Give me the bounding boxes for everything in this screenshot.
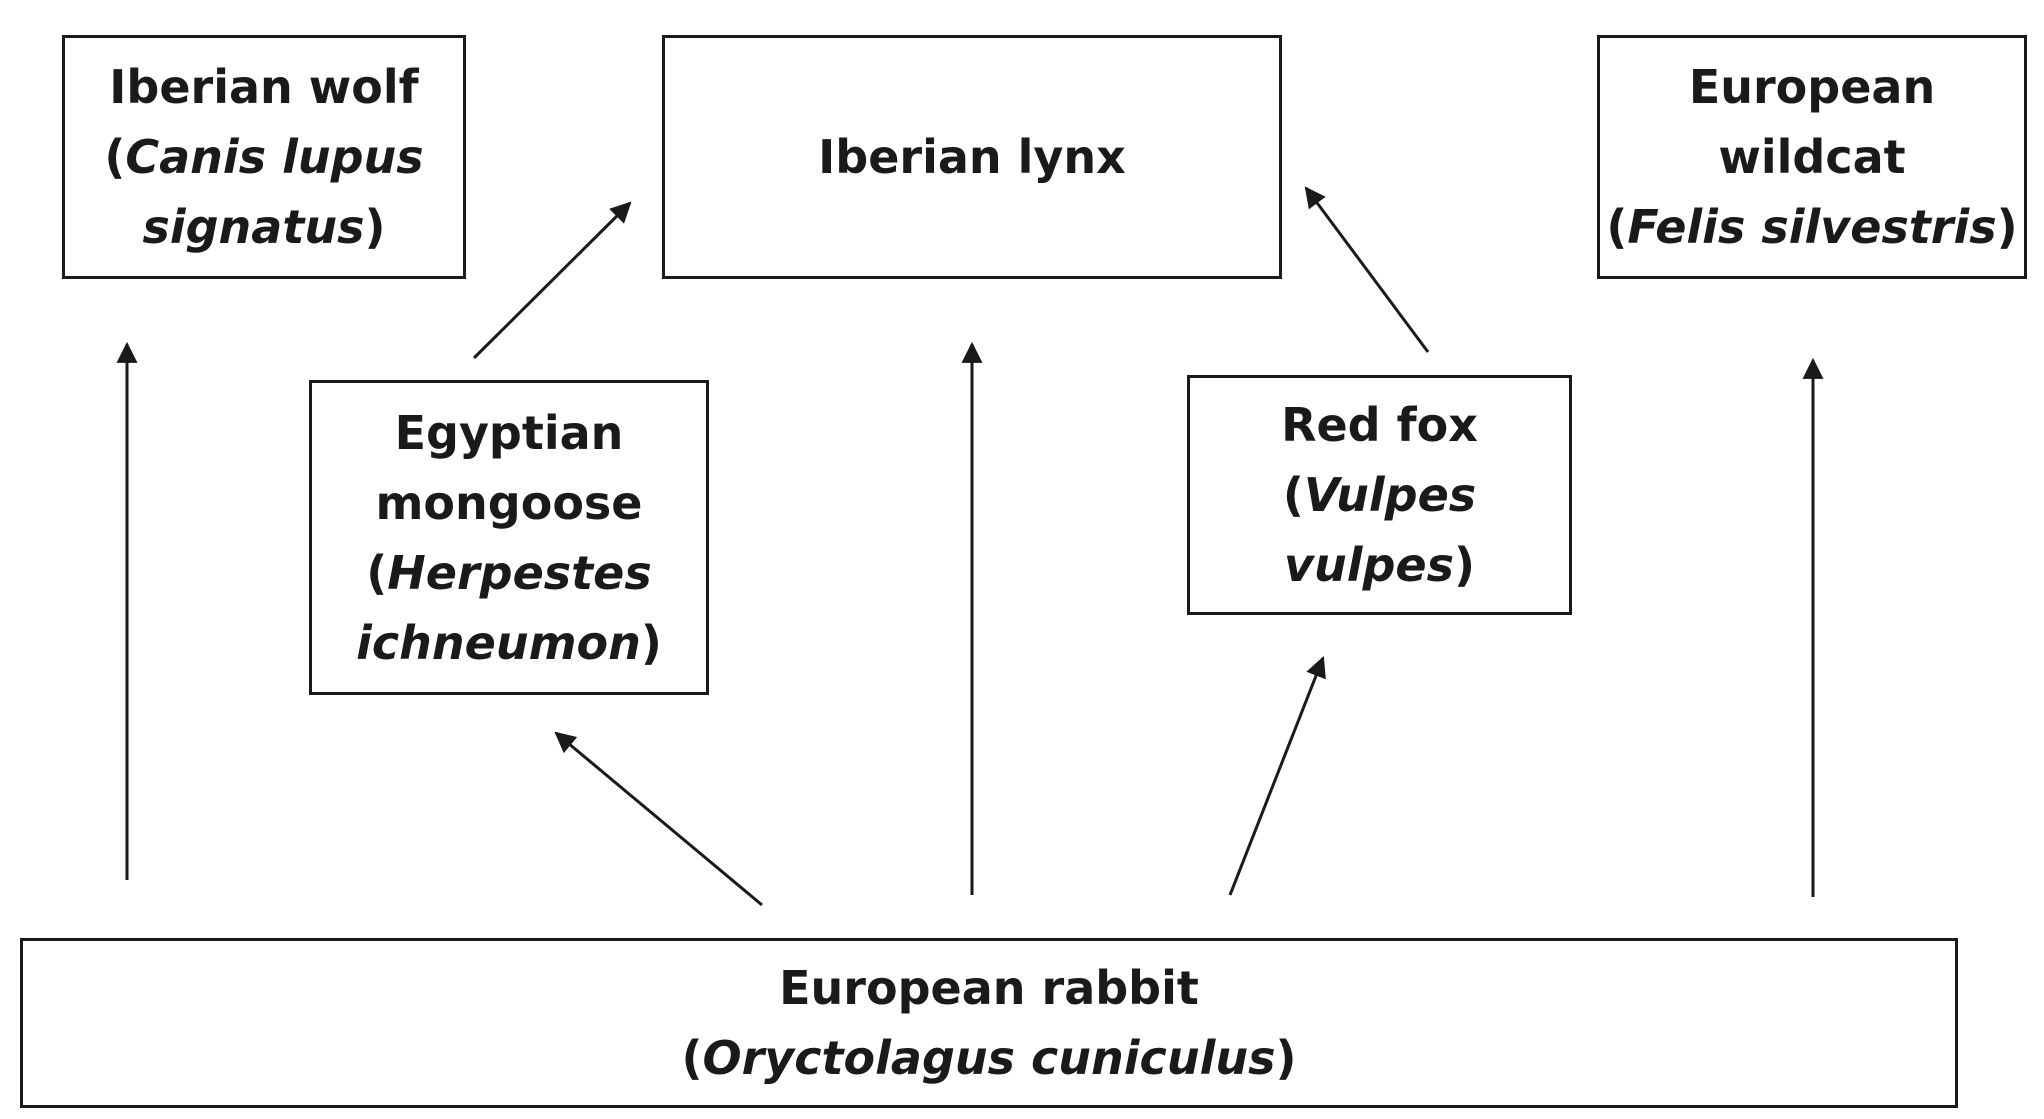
node-red-fox: Red fox (Vulpes vulpes) [1187, 375, 1572, 615]
arrow-mongoose-to-lynx [472, 201, 632, 360]
wolf-scientific-name-part1: (Canis lupus [104, 130, 424, 184]
wildcat-common-name-part1: European [1688, 60, 1936, 114]
fox-scientific-name-part2: vulpes) [1283, 538, 1476, 592]
mongoose-scientific-name-part1: (Herpestes [366, 545, 652, 600]
arrow-rabbit-to-mongoose [554, 731, 763, 907]
arrow-fox-to-lynx [1304, 186, 1430, 353]
wildcat-common-name-part2: wildcat [1718, 130, 1906, 184]
rabbit-common-name: European rabbit [779, 961, 1199, 1015]
node-iberian-wolf: Iberian wolf (Canis lupus signatus) [62, 35, 466, 279]
node-european-rabbit: European rabbit (Oryctolagus cuniculus) [20, 938, 1958, 1108]
arrow-rabbit-to-fox [1228, 656, 1326, 896]
mongoose-common-name-part1: Egyptian [394, 405, 624, 460]
wolf-scientific-name-part2: signatus) [142, 200, 386, 254]
fox-common-name: Red fox [1281, 398, 1478, 452]
node-european-wildcat: European wildcat (Felis silvestris) [1597, 35, 2027, 279]
node-egyptian-mongoose: Egyptian mongoose (Herpestes ichneumon) [309, 380, 709, 695]
lynx-common-name: Iberian lynx [818, 130, 1126, 184]
rabbit-scientific-name: (Oryctolagus cuniculus) [681, 1031, 1297, 1085]
mongoose-scientific-name-part2: ichneumon) [356, 615, 662, 670]
fox-scientific-name-part1: (Vulpes [1282, 468, 1477, 522]
wolf-common-name: Iberian wolf [109, 60, 419, 114]
node-iberian-lynx: Iberian lynx [662, 35, 1282, 279]
mongoose-common-name-part2: mongoose [375, 475, 643, 530]
wildcat-scientific-name: (Felis silvestris) [1606, 200, 2018, 254]
